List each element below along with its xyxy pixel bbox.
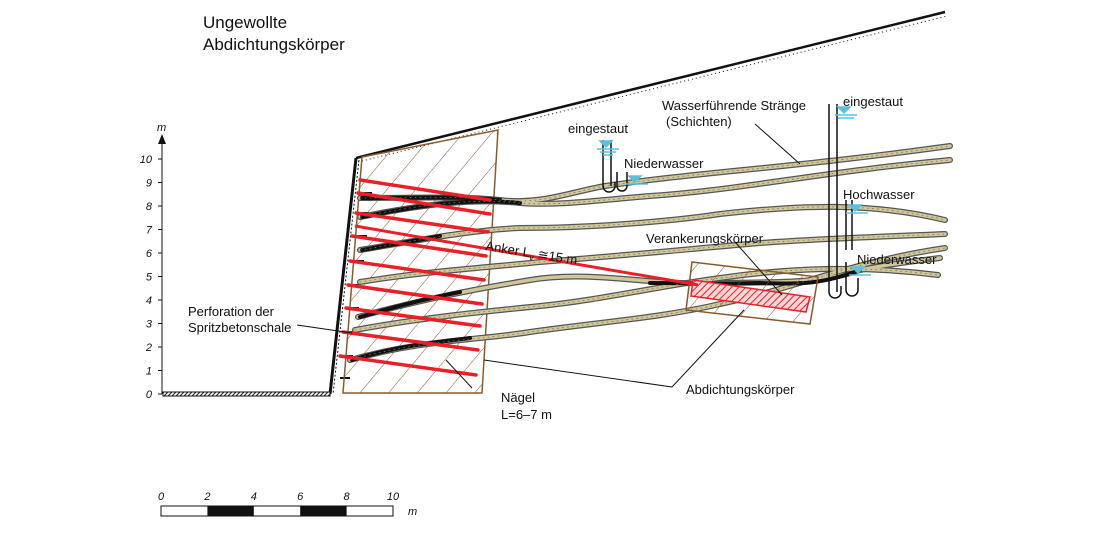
axis-tick-label: 4 <box>146 295 152 307</box>
scale-tick-label: 8 <box>344 491 351 503</box>
scale-unit: m <box>408 506 417 518</box>
label-strange-line-2: (Schichten) <box>666 114 732 129</box>
axis-tick-label: 6 <box>146 248 153 260</box>
axis-tick-label: 0 <box>146 389 153 401</box>
ground-anchor <box>354 224 699 287</box>
label-niederwasser-right: Niederwasser <box>857 252 937 267</box>
leader-naegel <box>445 359 473 389</box>
label-anker: Anker Lv ≅15 m <box>484 238 578 269</box>
water-level-eingestaut-right <box>835 106 857 119</box>
label-perforation-line-1: Perforation der <box>188 304 275 319</box>
height-axis: m 0 1 2 3 4 5 6 7 8 9 10 <box>140 122 166 401</box>
title-line-1: Ungewollte <box>203 13 287 32</box>
leader-perforation <box>296 324 353 334</box>
label-perforation-line-2: Spritzbetonschale <box>188 320 291 335</box>
water-level-hochwasser <box>846 204 868 214</box>
axis-tick-label: 10 <box>140 154 153 166</box>
excavation-floor <box>162 391 331 397</box>
water-level-eingestaut-left <box>597 140 619 156</box>
label-naegel-line-2: L=6–7 m <box>501 407 552 422</box>
axis-tick-label: 8 <box>146 201 153 213</box>
axis-tick-label: 1 <box>146 366 152 378</box>
scale-tick-label: 2 <box>203 491 210 503</box>
axis-tick-label: 5 <box>146 272 153 284</box>
scale-segment-6-8 <box>300 506 347 516</box>
leader-abdichtung-1 <box>483 359 673 388</box>
label-hochwasser: Hochwasser <box>843 187 915 202</box>
label-anker-text: Anker L <box>485 238 532 260</box>
terrain-surface <box>355 10 948 163</box>
scale-tick-label: 4 <box>251 491 257 503</box>
label-eingestaut-left: eingestaut <box>568 121 628 136</box>
leader-verankerung <box>734 241 783 296</box>
axis-tick-label: 3 <box>146 319 153 331</box>
axis-tick-label: 9 <box>146 178 152 190</box>
leader-strange <box>754 123 801 165</box>
label-anker-length: ≅15 m <box>533 246 578 268</box>
axis-ticks: 0 1 2 3 4 5 6 7 8 9 10 <box>140 154 162 401</box>
scale-bar: 0 2 4 6 8 10 m <box>158 491 417 518</box>
label-verankerung: Verankerungskörper <box>646 231 764 246</box>
piezometers <box>602 104 859 299</box>
scale-tick-label: 6 <box>297 491 304 503</box>
label-niederwasser-left: Niederwasser <box>624 156 704 171</box>
label-anker-sub: v <box>528 252 535 263</box>
title-line-2: Abdichtungskörper <box>203 35 345 54</box>
anchor-grout-zone <box>690 279 811 313</box>
leader-abdichtung-2 <box>671 309 745 388</box>
soil-nails <box>338 178 492 377</box>
label-eingestaut-right: eingestaut <box>843 94 903 109</box>
label-abdichtung: Abdichtungskörper <box>686 382 795 397</box>
scale-tick-label: 10 <box>387 491 400 503</box>
water-level-markers <box>597 106 871 276</box>
water-level-niederwasser-left <box>626 175 648 185</box>
water-level-niederwasser-right <box>849 266 871 276</box>
strand-texture <box>349 145 951 361</box>
axis-unit: m <box>157 122 166 134</box>
axis-tick-label: 7 <box>146 225 153 237</box>
leader-lines <box>296 123 801 389</box>
axis-tick-label: 2 <box>145 342 152 354</box>
label-naegel-line-1: Nägel <box>501 390 535 405</box>
scale-segment-2-4 <box>207 506 254 516</box>
scale-ticks: 0 2 4 6 8 10 <box>158 491 400 503</box>
scale-tick-label: 0 <box>158 491 165 503</box>
label-strange-line-1: Wasserführende Stränge <box>662 98 806 113</box>
